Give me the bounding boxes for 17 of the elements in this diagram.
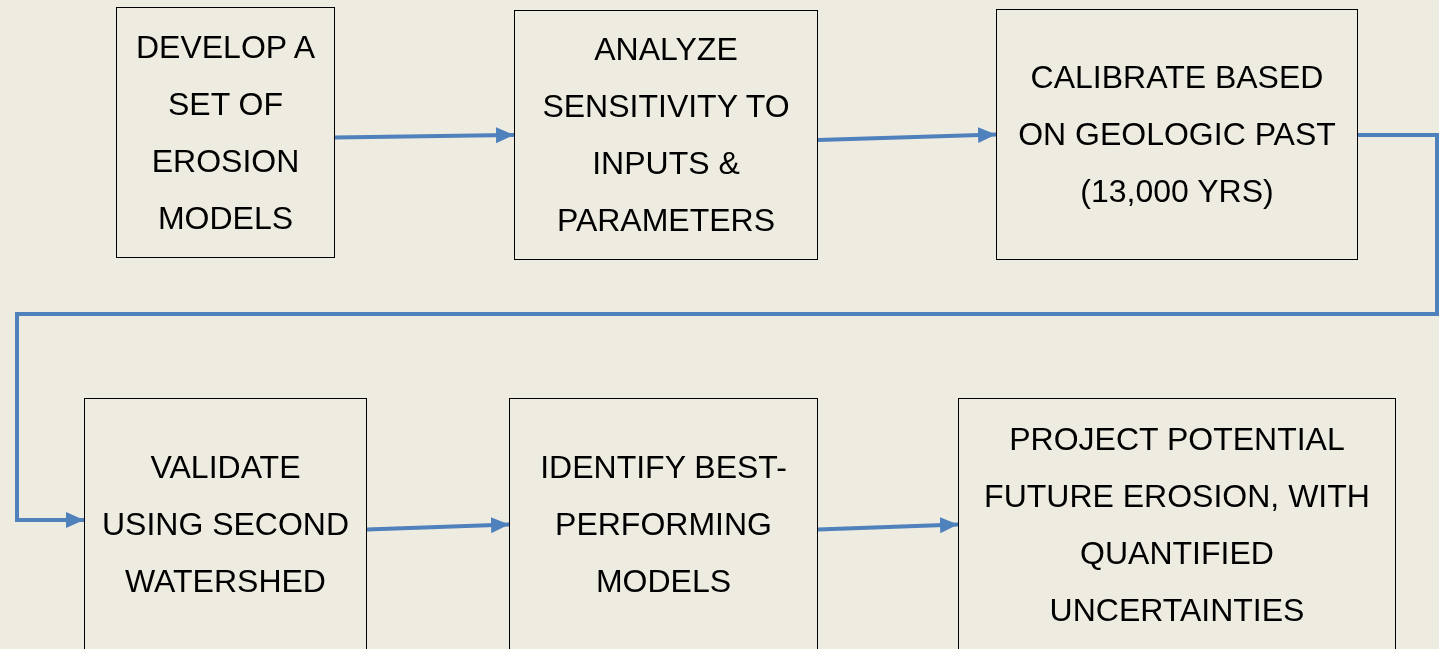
step-text: DEVELOP A SET OF EROSION MODELS [134, 27, 317, 238]
arrow [366, 517, 510, 534]
process-box [509, 398, 818, 649]
step-text: VALIDATE USING SECOND WATERSHED [100, 448, 351, 601]
step-text: IDENTIFY BEST-PERFORMING MODELS [540, 448, 787, 601]
process-box [116, 7, 335, 258]
step-text: CALIBRATE BASED ON GEOLOGIC PAST (13,000 YRS) [1017, 58, 1337, 211]
process-box [996, 9, 1358, 260]
process-box [84, 398, 367, 649]
step-text: PROJECT POTENTIAL FUTURE EROSION, WITH QUANTIFIED UNCERTAINTIES [983, 419, 1371, 630]
arrow [817, 517, 959, 534]
process-box [514, 10, 818, 260]
arrow [334, 127, 515, 144]
arrow [15, 133, 1439, 528]
step-text: ANALYZE SENSITIVITY TO INPUTS & PARAMETERS [541, 30, 791, 240]
process-box [958, 398, 1396, 649]
arrow [817, 127, 997, 144]
